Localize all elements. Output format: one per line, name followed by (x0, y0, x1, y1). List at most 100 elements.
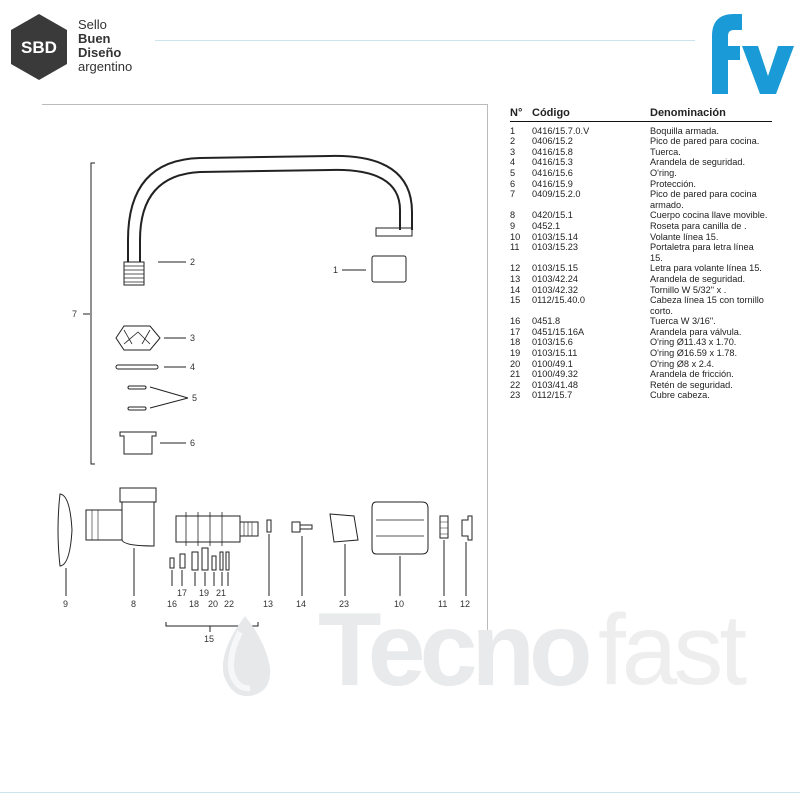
part-number: 2 (510, 136, 516, 147)
table-row: 12 0103/15.15 Letra para volante línea 15. (510, 263, 772, 274)
part-number: 12 (510, 263, 521, 274)
washer-part-13 (266, 519, 272, 533)
spout-inner (127, 154, 413, 262)
table-header-row: N° Código Denominación (510, 108, 772, 122)
part-number: 23 (510, 390, 521, 401)
table-row: 9 0452.1 Roseta para canilla de . (510, 221, 772, 232)
letter-holder-part-11 (439, 515, 449, 539)
part-name: Cuerpo cocina llave movible. (650, 210, 768, 221)
callout-20: 20 (208, 599, 218, 609)
watermark-word-tecno: Tecno (318, 592, 593, 708)
part-number: 5 (510, 167, 516, 178)
part-code: 0103/15.6 (532, 337, 573, 348)
letter-part-12 (461, 515, 473, 541)
sello-line-1: Sello (78, 17, 107, 32)
part-name: Tuerca W 3/16". (650, 316, 716, 327)
part-number: 22 (510, 379, 521, 390)
callout-4: 4 (190, 362, 195, 372)
callout-23: 23 (339, 599, 349, 609)
part-code: 0416/15.9 (532, 178, 573, 189)
oring-part-19 (201, 547, 209, 571)
part-number: 9 (510, 220, 516, 231)
part-name: O'ring. (650, 167, 677, 178)
table-row: 19 0103/15.11 O'ring Ø16.59 x 1.78. (510, 348, 772, 359)
part-name: O'ring Ø16.59 x 1.78. (650, 348, 738, 359)
part-name: Cubre cabeza. (650, 390, 710, 401)
part-code: 0103/42.32 (532, 284, 578, 295)
part-name: Arandela de seguridad. (650, 157, 746, 168)
part-code: 0103/15.14 (532, 231, 578, 242)
part-number: 10 (510, 231, 521, 242)
part-code: 0100/49.32 (532, 369, 578, 380)
part-code: 0103/42.24 (532, 273, 578, 284)
cap-part-23 (329, 513, 359, 543)
part-name: Protección. (650, 178, 696, 189)
table-row: 23 0112/15.7 Cubre cabeza. (510, 390, 772, 401)
washer-part-17 (179, 553, 186, 569)
part-number: 19 (510, 348, 521, 359)
callout-12: 12 (460, 599, 470, 609)
group-bracket-7 (90, 162, 95, 465)
part-name: Arandela para válvula. (650, 326, 742, 337)
part-code: 0103/15.23 (532, 242, 578, 253)
washer-part-21 (219, 551, 224, 571)
sello-line-3: Diseño (78, 45, 122, 60)
part-name: Portaletra para letra línea 15. (650, 242, 754, 263)
frame-right-line (487, 104, 488, 682)
washer-part-4 (115, 364, 159, 370)
callout-8: 8 (131, 599, 136, 609)
part-number: 1 (510, 125, 516, 136)
part-code: 0416/15.3 (532, 157, 573, 168)
part-name: Volante línea 15. (650, 231, 719, 242)
oring-part-5b (127, 406, 147, 411)
oring-part-20 (211, 555, 217, 571)
part-code: 0452.1 (532, 220, 561, 231)
part-number: 13 (510, 273, 521, 284)
part-number: 7 (510, 189, 516, 200)
part-code: 0103/41.48 (532, 379, 578, 390)
part-name: Pico de pared para cocina armado. (650, 189, 757, 210)
callout-1: 1 (333, 265, 338, 275)
part-name: Roseta para canilla de . (650, 220, 747, 231)
part-name: Arandela de seguridad. (650, 273, 746, 284)
part-name: Letra para volante línea 15. (650, 263, 762, 274)
callout-7: 7 (72, 309, 77, 319)
body-top-part-8 (119, 487, 157, 503)
part-code: 0103/15.11 (532, 348, 578, 359)
callout-3: 3 (190, 333, 195, 343)
sello-line-4: argentino (78, 59, 133, 74)
part-name: Tornillo W 5/32" x . (650, 284, 727, 295)
handle-part-10 (371, 501, 429, 555)
spout-tip (375, 227, 413, 237)
col-header-name: Denominación (650, 107, 726, 119)
part-code: 0406/15.2 (532, 136, 573, 147)
part-code: 0409/15.2.0 (532, 189, 581, 200)
part-code: 0103/15.15 (532, 263, 578, 274)
part-code: 0420/15.1 (532, 210, 573, 221)
callout-6: 6 (190, 438, 195, 448)
fv-brand-logo (712, 14, 794, 94)
part-code: 0100/49.1 (532, 358, 573, 369)
sbd-badge-logo: SBD (11, 14, 67, 80)
part-code: 0112/15.7 (532, 390, 573, 401)
callout-15: 15 (204, 634, 214, 644)
part-name: Arandela de fricción. (650, 369, 734, 380)
part-number: 17 (510, 326, 521, 337)
sello-buen-diseno-text: Sello Buen Diseño argentino (78, 18, 132, 74)
callout-11: 11 (438, 599, 447, 609)
protection-part-6 (119, 431, 157, 455)
col-header-code: Código (532, 107, 570, 119)
rosette-part-9 (57, 493, 73, 567)
table-row: 7 0409/15.2.0 Pico de pared para cocina ar… (510, 189, 772, 210)
col-header-number: N° (510, 107, 523, 119)
callout-16: 16 (167, 599, 177, 609)
callout-2: 2 (190, 257, 195, 267)
